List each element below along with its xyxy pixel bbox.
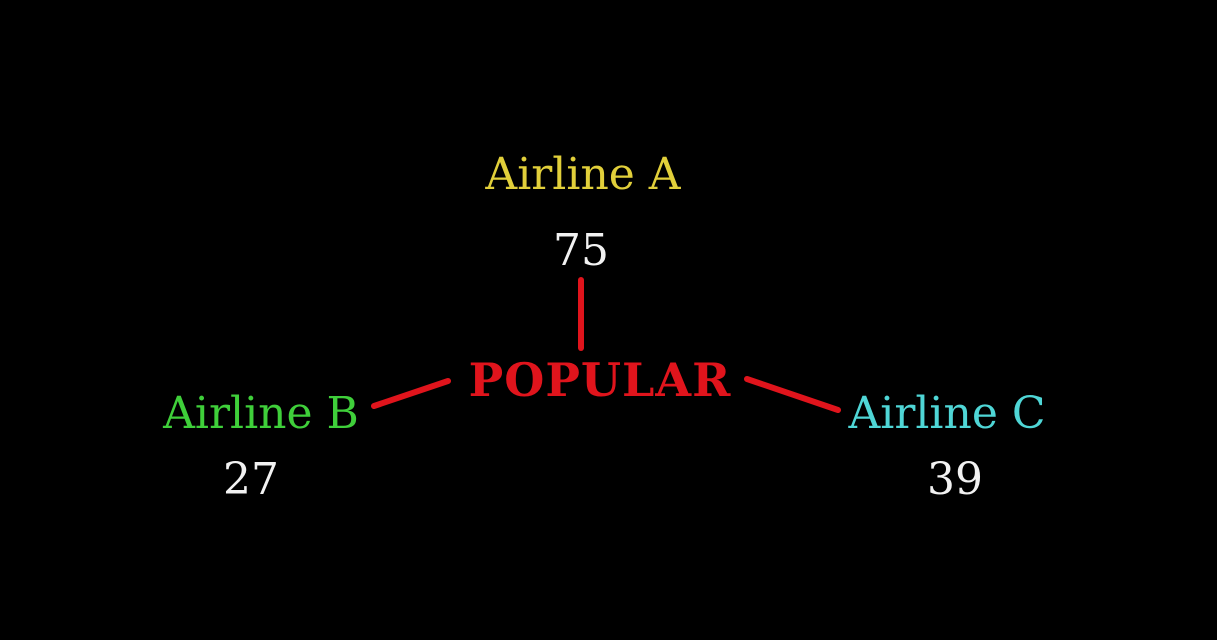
airline-b-value: 27: [223, 454, 279, 505]
airline-b-name: Airline B: [163, 388, 359, 439]
connector-to-airline-c: [744, 376, 841, 413]
center-label: POPULAR: [468, 353, 732, 407]
connector-to-airline-b: [371, 378, 451, 409]
airline-a-name: Airline A: [485, 149, 681, 200]
airline-a-value: 75: [553, 225, 609, 276]
airline-c-name: Airline C: [848, 388, 1046, 439]
airline-c-value: 39: [927, 454, 983, 505]
